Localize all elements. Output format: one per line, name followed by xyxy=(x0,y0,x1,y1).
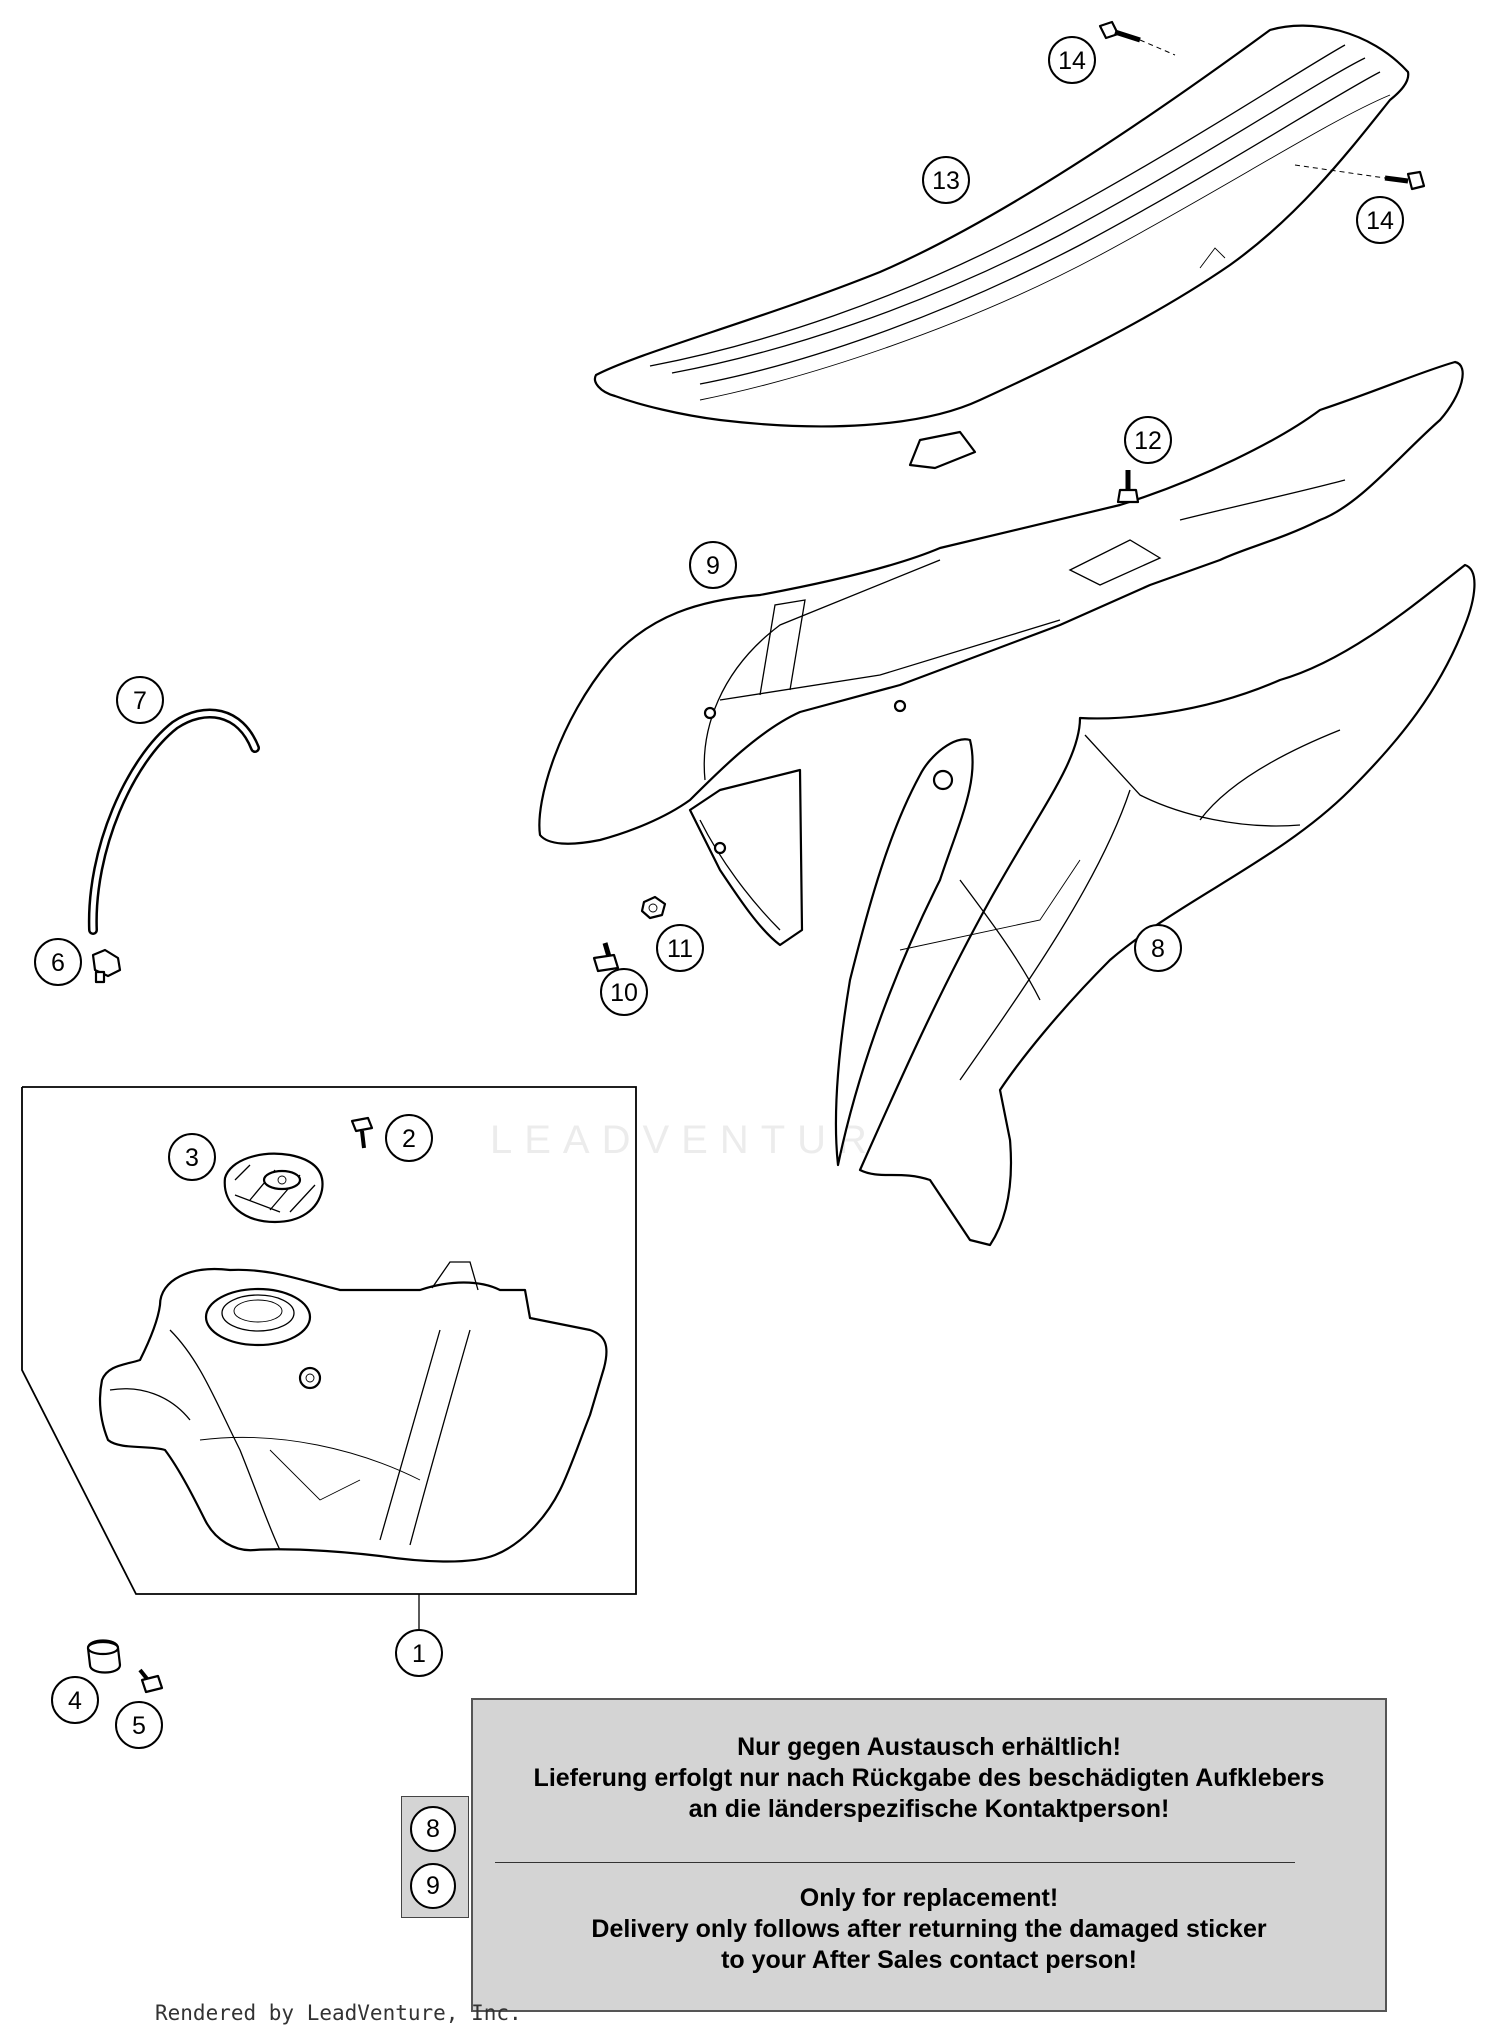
bolt-right[interactable] xyxy=(1294,164,1426,191)
callout-9: 9 xyxy=(689,541,737,589)
callout-12: 12 xyxy=(1124,416,1172,464)
fuel-tank-assembly xyxy=(21,1086,637,1630)
seat-part[interactable] xyxy=(593,24,1410,470)
note-tab-9: 9 xyxy=(410,1863,456,1909)
callout-1: 1 xyxy=(395,1629,443,1677)
callout-14-top: 14 xyxy=(1048,36,1096,84)
side-panel-left[interactable] xyxy=(538,360,1464,947)
callout-6: 6 xyxy=(34,938,82,986)
nut-11[interactable] xyxy=(640,895,667,920)
svg-text:1: 1 xyxy=(412,1640,426,1668)
note-english: Only for replacement! Delivery only foll… xyxy=(473,1883,1385,1976)
fuel-cap[interactable] xyxy=(223,1152,324,1224)
fuel-tank[interactable] xyxy=(98,1261,608,1563)
note-english-line-2: Delivery only follows after returning th… xyxy=(591,1915,1267,1943)
screw-12[interactable] xyxy=(1116,470,1140,504)
svg-text:4: 4 xyxy=(68,1687,82,1715)
callout-3: 3 xyxy=(168,1133,216,1181)
svg-text:11: 11 xyxy=(667,935,693,963)
callout-11: 11 xyxy=(656,924,704,972)
svg-text:12: 12 xyxy=(1134,427,1162,455)
callout-13: 13 xyxy=(922,156,970,204)
screw-2[interactable] xyxy=(350,1116,374,1149)
note-german-line-1: Nur gegen Austausch erhältlich! xyxy=(737,1733,1121,1761)
callout-2: 2 xyxy=(385,1114,433,1162)
svg-text:2: 2 xyxy=(402,1125,416,1153)
callout-7: 7 xyxy=(116,676,164,724)
svg-text:13: 13 xyxy=(932,167,960,195)
note-tab-8: 8 xyxy=(410,1806,456,1852)
hose-fitting[interactable] xyxy=(91,948,122,984)
screw-5[interactable] xyxy=(138,1668,164,1694)
svg-text:7: 7 xyxy=(133,687,147,715)
callout-14-right: 14 xyxy=(1356,196,1404,244)
replacement-note: Nur gegen Austausch erhältlich! Lieferun… xyxy=(471,1698,1387,2012)
vent-hose[interactable] xyxy=(87,708,260,935)
bolt-top[interactable] xyxy=(1098,20,1176,56)
render-credit: Rendered by LeadVenture, Inc. xyxy=(155,2001,522,2025)
rubber-bushing[interactable] xyxy=(86,1639,122,1674)
note-english-line-1: Only for replacement! xyxy=(799,1884,1059,1912)
note-german: Nur gegen Austausch erhältlich! Lieferun… xyxy=(473,1732,1385,1825)
note-applies-to: 8 9 xyxy=(401,1796,469,1918)
svg-text:9: 9 xyxy=(706,552,720,580)
callout-10: 10 xyxy=(600,968,648,1016)
callout-5: 5 xyxy=(115,1701,163,1749)
svg-text:14: 14 xyxy=(1366,207,1394,235)
note-divider xyxy=(495,1862,1295,1863)
screw-10[interactable] xyxy=(592,942,620,973)
note-german-line-2: Lieferung erfolgt nur nach Rückgabe des … xyxy=(533,1764,1325,1792)
svg-text:6: 6 xyxy=(51,949,65,977)
callout-8: 8 xyxy=(1134,924,1182,972)
side-panel-right[interactable] xyxy=(834,563,1476,1247)
note-german-line-3: an die länderspezifische Kontaktperson! xyxy=(688,1795,1170,1823)
note-english-line-3: to your After Sales contact person! xyxy=(721,1946,1137,1974)
svg-text:3: 3 xyxy=(185,1144,199,1172)
svg-text:14: 14 xyxy=(1058,47,1086,75)
svg-text:5: 5 xyxy=(132,1712,146,1740)
svg-text:8: 8 xyxy=(1151,935,1165,963)
callout-4: 4 xyxy=(51,1676,99,1724)
svg-text:10: 10 xyxy=(610,979,638,1007)
